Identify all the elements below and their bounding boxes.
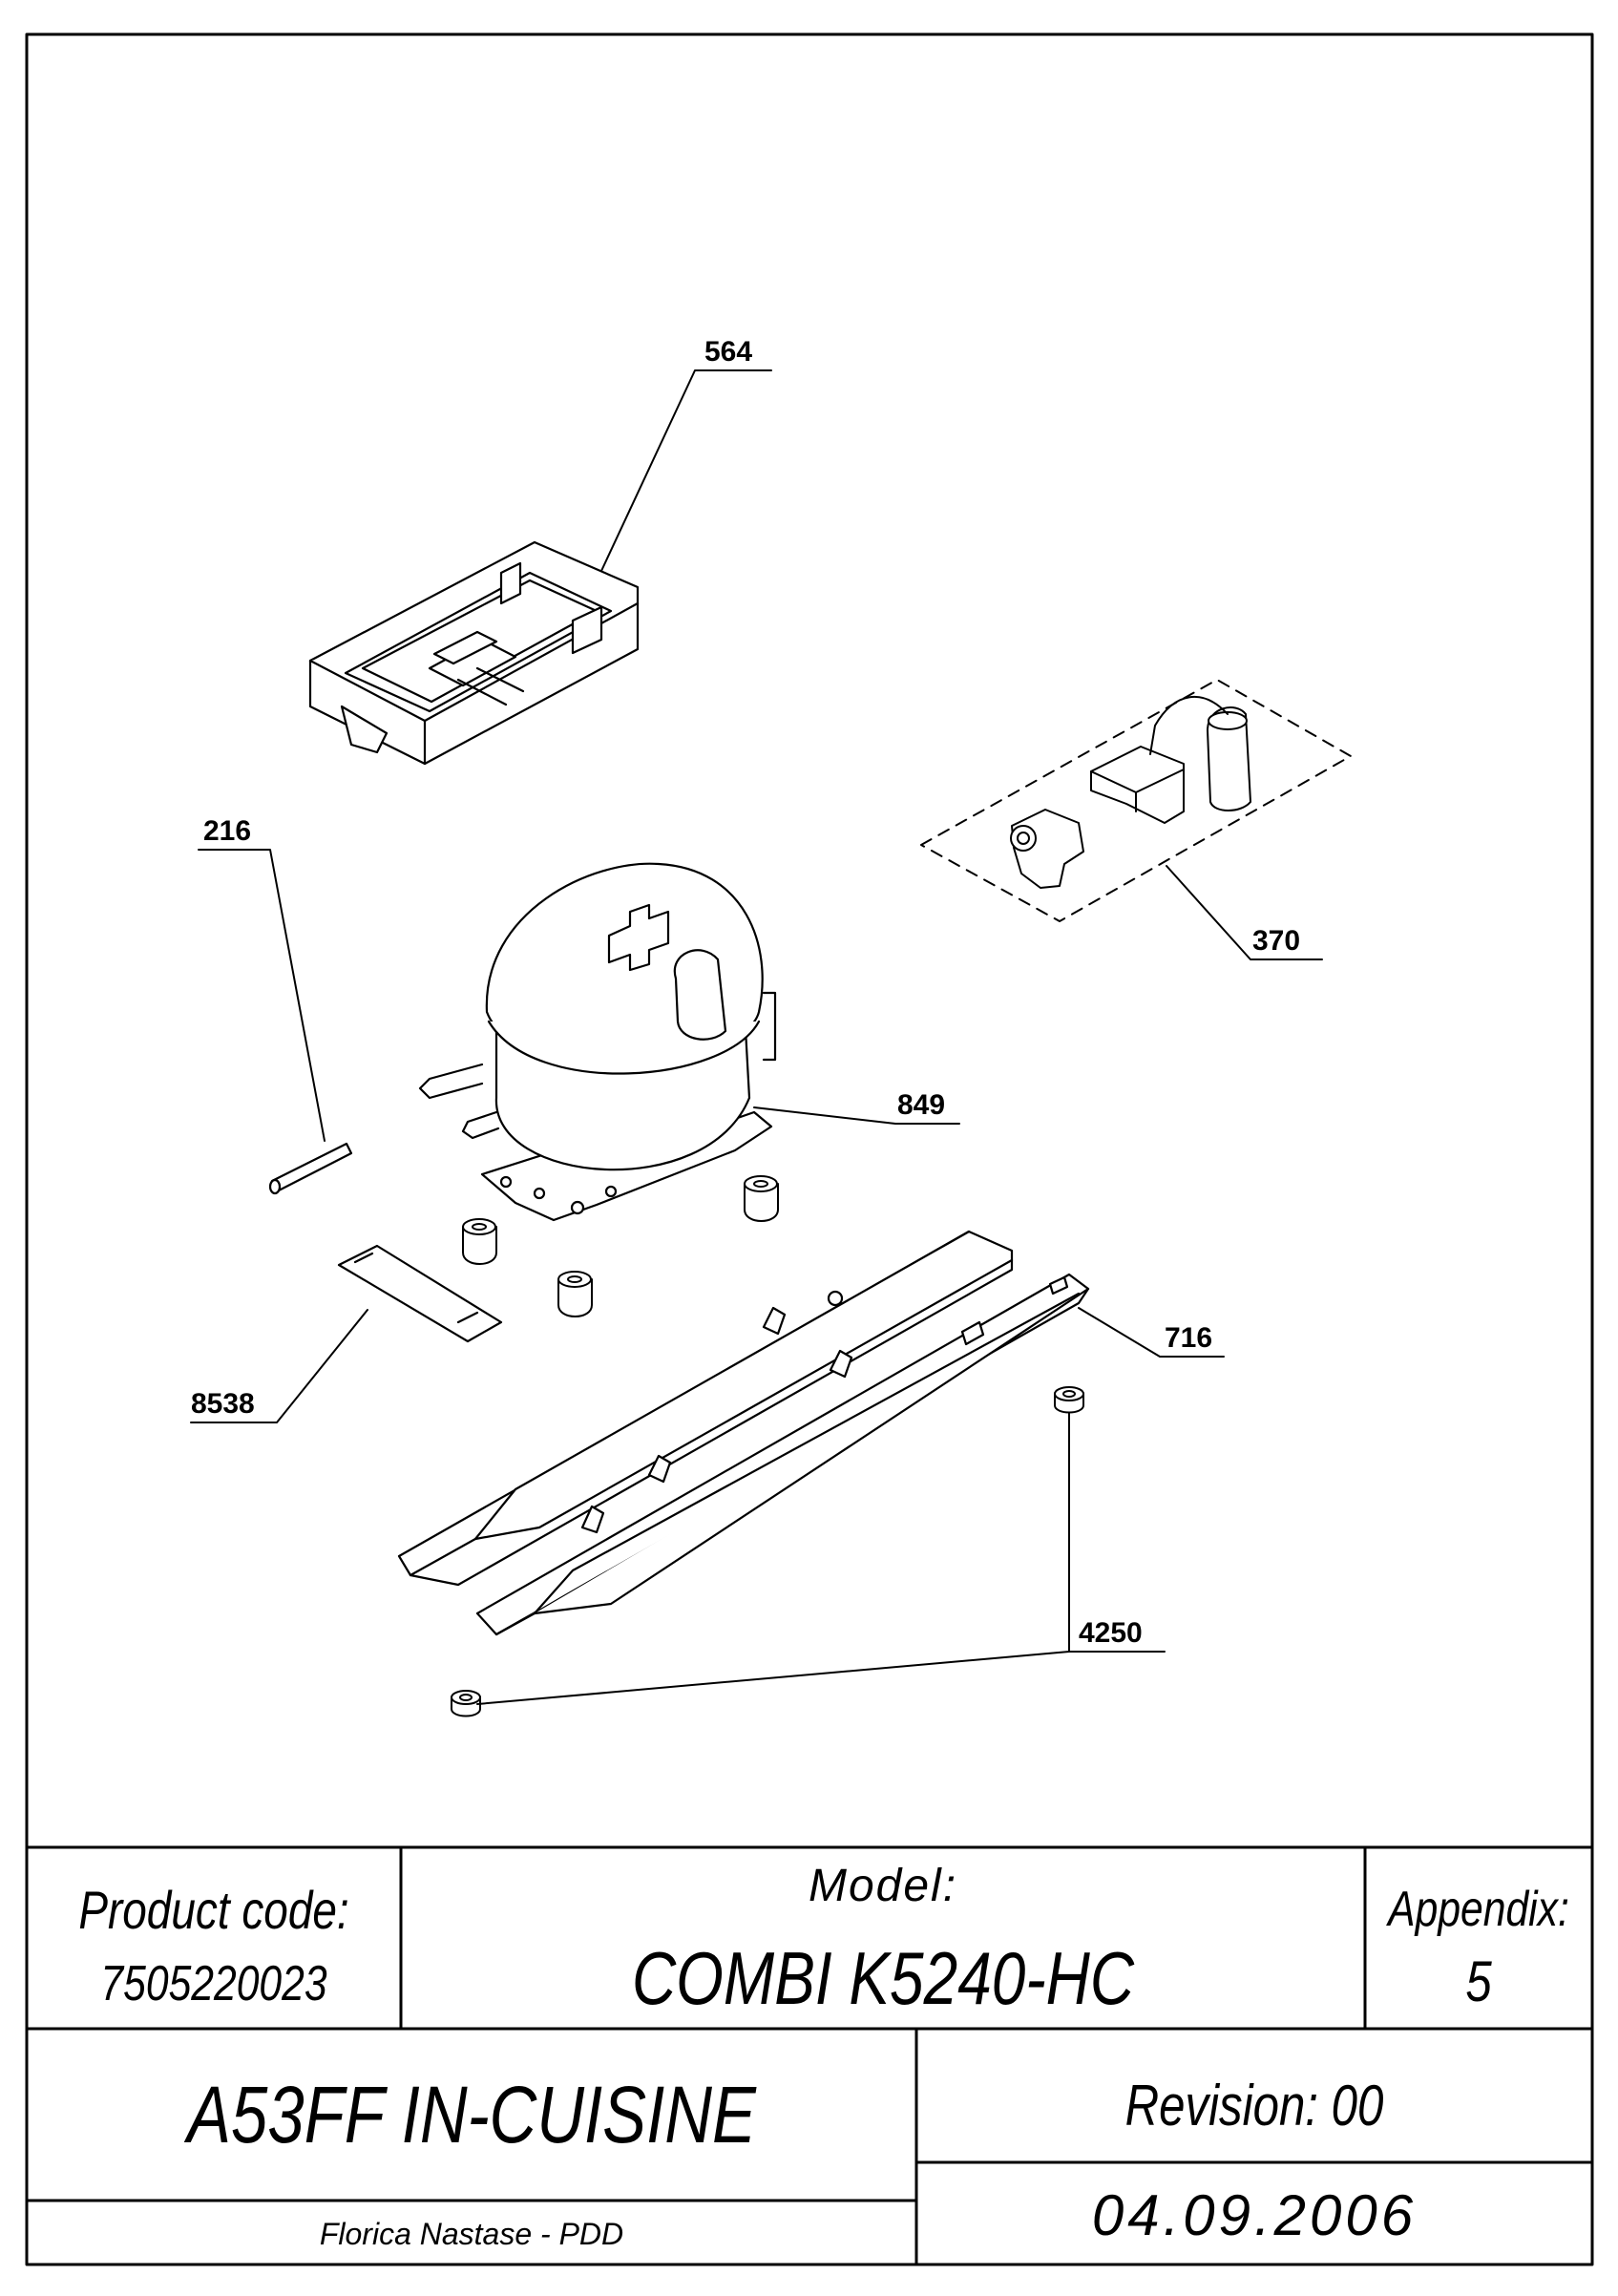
callout-4250: 4250: [1079, 1617, 1143, 1649]
product-line-title: A53FF IN-CUISINE: [187, 2069, 756, 2159]
part-716-base-rails: [397, 1230, 1090, 1636]
callout-716: 716: [1165, 1322, 1212, 1354]
product-code-value: 7505220023: [100, 1955, 327, 2012]
part-4250-screws: [451, 1386, 1084, 1717]
author: Florica Nastase - PDD: [319, 2216, 624, 2251]
model-value: COMBI K5240-HC: [631, 1936, 1135, 2020]
callout-216: 216: [203, 815, 251, 847]
sheet-border: [25, 32, 1594, 2266]
part-8538-plate: [337, 1244, 503, 1343]
title-block-grid: [27, 1845, 1592, 2264]
part-564-tray: [308, 540, 640, 766]
part-370-electrical-kit: [920, 679, 1352, 922]
product-code-label: Product code:: [78, 1879, 349, 1940]
appendix-value: 5: [1465, 1948, 1492, 2013]
callout-564: 564: [704, 336, 752, 368]
leader-lines: [190, 369, 1323, 1705]
revision: Revision: 00: [1124, 2073, 1384, 2138]
date: 04.09.2006: [1091, 2182, 1418, 2247]
callout-849: 849: [897, 1089, 945, 1121]
part-849-compressor: [418, 862, 777, 1222]
callout-8538: 8538: [191, 1388, 255, 1420]
appendix-label: Appendix:: [1388, 1882, 1569, 1937]
callout-370: 370: [1252, 925, 1300, 957]
part-216-pin: [268, 1142, 353, 1195]
model-label: Model:: [808, 1860, 958, 1911]
grommets: [462, 1175, 779, 1317]
